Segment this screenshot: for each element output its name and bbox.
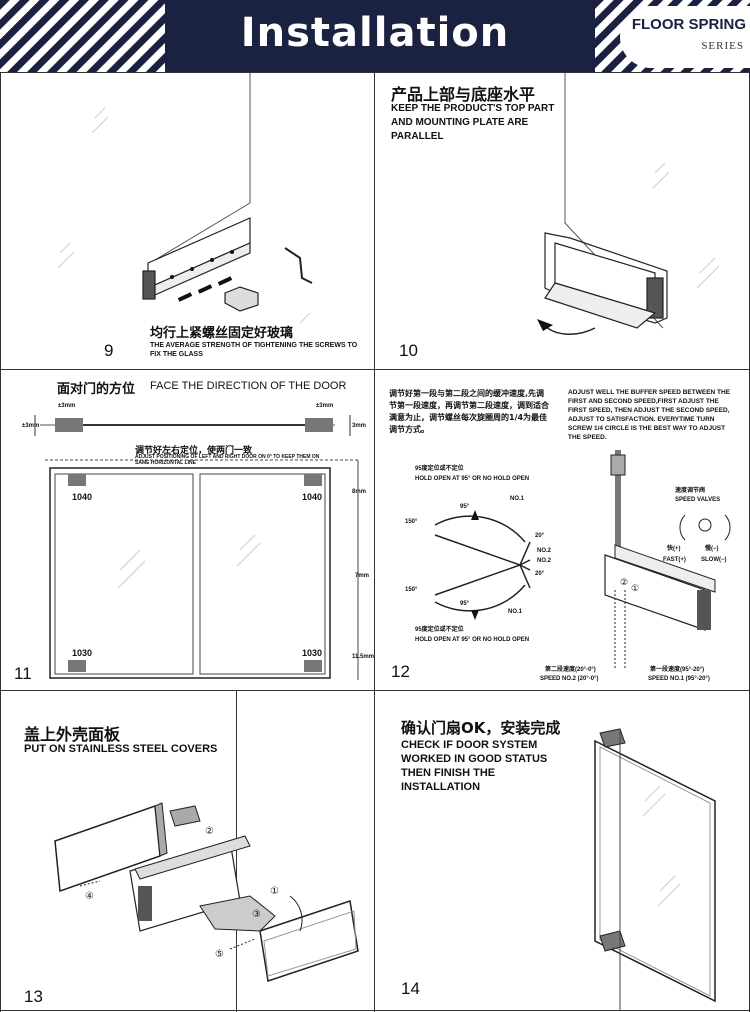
badge-title: FLOOR SPRING (631, 16, 746, 33)
hold-label-en: HOLD OPEN AT 95° OR NO HOLD OPEN (415, 476, 530, 482)
marker: ② (620, 577, 629, 587)
door-label: 1040 (72, 492, 93, 502)
valves-en: SPEED VALVES (675, 497, 721, 503)
page-title: Installation (240, 10, 510, 56)
marker: ④ (85, 891, 94, 902)
caption-en: PUT ON STAINLESS STEEL COVERS (24, 743, 218, 755)
dim-label: 8mm (352, 489, 367, 495)
dim-label: 7mm (355, 573, 370, 579)
speed2-en: SPEED NO.2 (20°-0°) (540, 676, 599, 682)
caption-zh: 盖上外壳面板 (24, 725, 121, 744)
panel-10: 产品上部与底座水平 KEEP THE PRODUCT'S TOP PART AN… (375, 73, 749, 369)
marker: ⑤ (215, 949, 224, 960)
dim-label: 11.5mm (352, 654, 375, 660)
header-banner: Installation FLOOR SPRING SERIES (0, 0, 750, 72)
badge-subtitle: SERIES (701, 40, 744, 52)
step-number: 10 (399, 341, 418, 360)
caption-en: ADJUST WELL THE BUFFER SPEED BETWEEN THE… (568, 389, 731, 441)
dim-label: ±3mm (22, 423, 40, 429)
step-number: 12 (391, 662, 410, 681)
segment-label: NO.1 (510, 496, 525, 502)
panel-13: 盖上外壳面板 PUT ON STAINLESS STEEL COVERS ② ①… (0, 691, 374, 1011)
marker: ① (270, 886, 279, 897)
caption-en: CHECK IF DOOR SYSTEM WORKED IN GOOD STAT… (401, 739, 548, 793)
dim-label: 3mm (352, 423, 367, 429)
divider (0, 72, 750, 73)
angle-label: 150° (405, 519, 418, 525)
door-label: 1030 (72, 648, 93, 658)
angle-label: 150° (405, 587, 418, 593)
finished-door-illustration (594, 728, 716, 1011)
caption-en: KEEP THE PRODUCT'S TOP PART AND MOUNTING… (391, 103, 555, 142)
panel-14: 确认门扇OK，安装完成 CHECK IF DOOR SYSTEM WORKED … (375, 691, 749, 1011)
slow-zh: 慢(−) (705, 546, 719, 552)
parallel-check-illustration (537, 73, 720, 335)
angle-label: 95° (460, 504, 470, 510)
divider (0, 1010, 750, 1011)
panel-9: 9 均行上紧螺丝固定好玻璃 THE AVERAGE STRENGTH OF TI… (0, 73, 374, 369)
step-number: 9 (104, 341, 114, 360)
fast-zh: 快(+) (667, 546, 681, 552)
angle-label: 20° (535, 571, 545, 577)
door-label: 1040 (302, 492, 323, 502)
hold-label-en: HOLD OPEN AT 95° OR NO HOLD OPEN (415, 637, 530, 643)
step-number: 13 (24, 987, 43, 1006)
caption-zh: 调节好第一段与第二段之间的缓冲速度,先调节第一段速度，再调节第二段速度，调到适合… (389, 389, 549, 434)
note-zh: 调节好左右定位，使两门一致 (135, 446, 253, 456)
dim-label: ±3mm (316, 403, 334, 409)
glass-screw-illustration (57, 73, 313, 324)
cover-assembly-illustration (54, 802, 359, 982)
marker: ① (631, 583, 640, 593)
marker: ② (205, 826, 214, 837)
door-label: 1030 (302, 648, 323, 658)
caption-zh: 产品上部与底座水平 (391, 85, 536, 104)
marker: ③ (252, 909, 261, 920)
speed-adjust-diagram (434, 450, 731, 670)
step-number: 14 (401, 979, 420, 998)
panel-12: 调节好第一段与第二段之间的缓冲速度,先调节第一段速度，再调节第二段速度，调到适合… (375, 370, 749, 690)
angle-label: 20° (535, 533, 545, 539)
speed2-zh: 第二段速度(20°-0°) (545, 667, 596, 673)
segment-label: NO.2 (537, 548, 552, 554)
caption-zh: 均行上紧螺丝固定好玻璃 (150, 326, 294, 341)
caption-zh: 面对门的方位 (57, 382, 136, 397)
slow-en: SLOW(−) (701, 557, 727, 563)
dim-label: ±3mm (58, 403, 76, 409)
caption-en: THE AVERAGE STRENGTH OF TIGHTENING THE S… (150, 342, 358, 358)
segment-label: NO.2 (537, 558, 552, 564)
panel-11: 面对门的方位 FACE THE DIRECTION OF THE DOOR ±3… (0, 370, 374, 690)
divider (374, 72, 375, 1012)
series-badge: FLOOR SPRING SERIES (620, 6, 750, 68)
segment-label: NO.1 (508, 609, 523, 615)
fast-en: FAST(+) (663, 557, 686, 563)
caption-zh: 确认门扇OK，安装完成 (401, 719, 561, 737)
hold-label-zh: 95度定位或不定位 (415, 627, 464, 633)
caption-en: FACE THE DIRECTION OF THE DOOR (150, 380, 347, 392)
speed1-zh: 第一段速度(95°-20°) (650, 667, 705, 673)
divider (0, 690, 750, 691)
speed1-en: SPEED NO.1 (95°-20°) (648, 676, 710, 682)
divider (236, 690, 237, 1012)
angle-label: 95° (460, 601, 470, 607)
hold-label-zh: 95度定位或不定位 (415, 466, 464, 472)
door-alignment-diagram (34, 415, 360, 680)
note-en: ADJUST POSITIONING OF LEFT AND RIGHT DOO… (135, 454, 320, 466)
step-number: 11 (14, 664, 32, 683)
valves-zh: 速度调节阀 (675, 488, 706, 494)
divider (0, 72, 1, 1012)
divider (0, 369, 750, 370)
